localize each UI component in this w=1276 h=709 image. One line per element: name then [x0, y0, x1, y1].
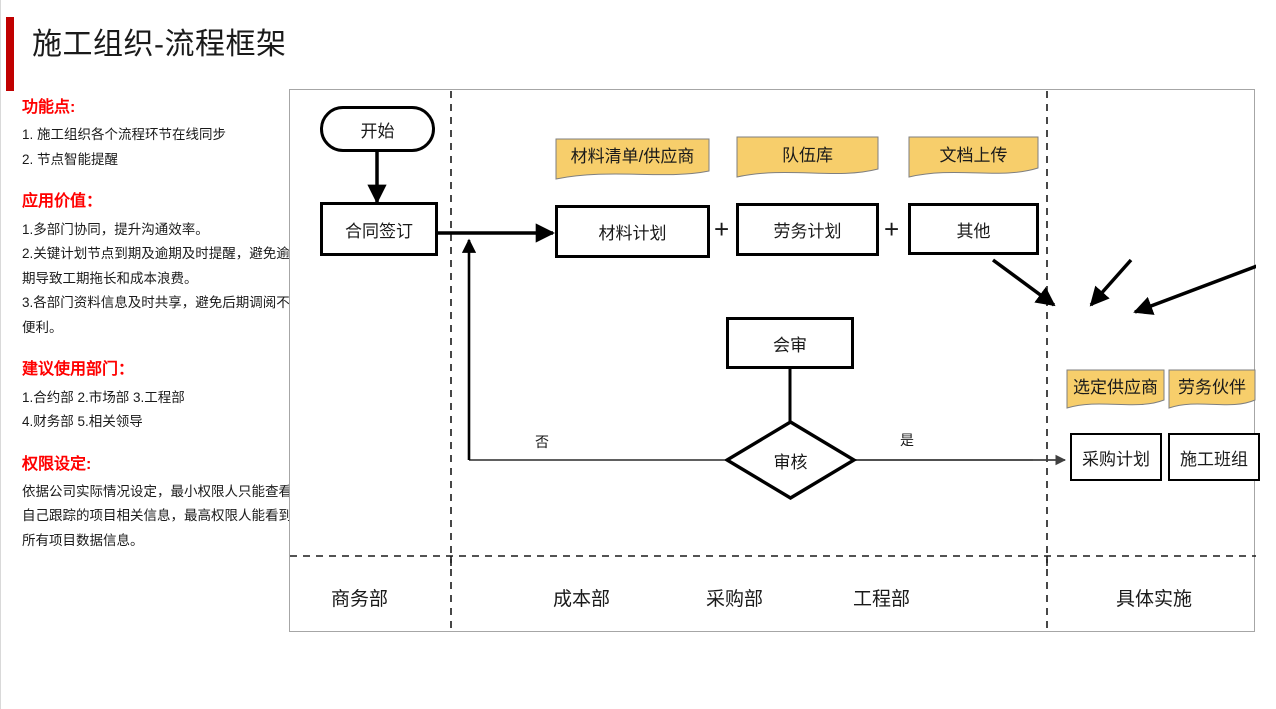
sticky-note-document-upload[interactable]: 文档上传: [908, 136, 1039, 180]
sticky-note-team-library[interactable]: 队伍库: [736, 136, 879, 180]
lane-label-business: 商务部: [331, 589, 389, 610]
feature-line-2: 2. 节点智能提醒: [22, 151, 119, 167]
sticky-note-selected-supplier[interactable]: 选定供应商: [1066, 369, 1165, 411]
section-heading-departments: 建议使用部门：: [22, 361, 135, 379]
lane-label-purchasing: 采购部: [706, 589, 764, 610]
sticky-note-labor-partner-label: 劳务伙伴: [1178, 377, 1246, 397]
sticky-shape: [1168, 369, 1256, 409]
value-line-3: 3.各部门资料信息及时共享，避免后期调阅不便利。: [22, 295, 290, 335]
edge-labor-to-joint-review: [1089, 258, 1133, 307]
notes-section-permissions: 权限设定: 依据公司实际情况设定，最小权限人只能查看自己跟踪的项目相关信息，最高…: [22, 453, 294, 554]
notes-section-departments: 建议使用部门： 1.合约部 2.市场部 3.工程部 4.财务部 5.相关领导: [22, 358, 294, 434]
node-material-plan[interactable]: 材料计划: [555, 205, 710, 258]
sticky-shape: [555, 138, 710, 180]
sticky-shape: [908, 136, 1039, 178]
node-contract[interactable]: 合同签订: [320, 202, 438, 256]
title-accent-bar: [6, 17, 14, 91]
process-flow-diagram: 开始 合同签订 材料计划 劳务计划 其他 会审 审核 采购计划 施工班组 材料清…: [289, 89, 1260, 632]
sticky-shape: [1066, 369, 1165, 409]
node-start[interactable]: 开始: [320, 106, 435, 152]
lane-label-engineering: 工程部: [853, 589, 911, 610]
sticky-note-material-list-label: 材料清单/供应商: [570, 146, 695, 166]
plus-operator-1: +: [714, 214, 730, 244]
node-construction-team[interactable]: 施工班组: [1168, 433, 1260, 481]
left-edge-rule: [0, 0, 1, 709]
value-line-2: 2.关键计划节点到期及逾期及时提醒，避免逾期导致工期拖长和成本浪费。: [22, 246, 290, 286]
node-joint-review[interactable]: 会审: [726, 317, 854, 369]
node-approval[interactable]: 审核: [724, 419, 857, 501]
node-approval-label: 审核: [773, 452, 808, 472]
feature-line-1: 1. 施工组织各个流程环节在线同步: [22, 127, 227, 143]
plus-operator-2: +: [884, 214, 900, 244]
node-labor-plan[interactable]: 劳务计划: [736, 203, 879, 256]
edge-label-no: 否: [535, 434, 549, 450]
lane-label-implementation: 具体实施: [1116, 589, 1193, 610]
department-line-2: 4.财务部 5.相关领导: [22, 414, 143, 430]
lane-label-cost: 成本部: [553, 589, 611, 610]
node-purchase-plan[interactable]: 采购计划: [1070, 433, 1162, 481]
section-heading-value: 应用价值：: [22, 193, 103, 211]
sticky-note-team-library-label: 队伍库: [782, 145, 833, 165]
notes-section-features: 功能点: 1. 施工组织各个流程环节在线同步 2. 节点智能提醒: [22, 96, 294, 172]
edge-other-to-joint-review: [1133, 264, 1256, 315]
sticky-note-document-upload-label: 文档上传: [939, 145, 1008, 165]
permission-line-1: 依据公司实际情况设定，最小权限人只能查看自己跟踪的项目相关信息，最高权限人能看到…: [22, 483, 292, 548]
node-other[interactable]: 其他: [908, 203, 1039, 255]
edge-label-yes: 是: [900, 432, 914, 448]
page-title: 施工组织-流程框架: [32, 28, 287, 61]
department-line-1: 1.合约部 2.市场部 3.工程部: [22, 389, 185, 405]
sticky-shape: [736, 136, 879, 178]
notes-panel: 功能点: 1. 施工组织各个流程环节在线同步 2. 节点智能提醒 应用价值： 1…: [22, 96, 294, 572]
notes-section-value: 应用价值： 1.多部门协同，提升沟通效率。 2.关键计划节点到期及逾期及时提醒，…: [22, 190, 294, 340]
value-line-1: 1.多部门协同，提升沟通效率。: [22, 221, 209, 237]
diamond-shape: [724, 420, 857, 500]
edge-material-to-joint-review: [991, 258, 1056, 307]
sticky-note-material-list[interactable]: 材料清单/供应商: [555, 138, 710, 180]
sticky-note-labor-partner[interactable]: 劳务伙伴: [1168, 369, 1256, 411]
section-heading-permissions: 权限设定:: [22, 455, 92, 473]
section-heading-features: 功能点:: [22, 99, 76, 116]
sticky-note-selected-supplier-label: 选定供应商: [1073, 377, 1158, 397]
